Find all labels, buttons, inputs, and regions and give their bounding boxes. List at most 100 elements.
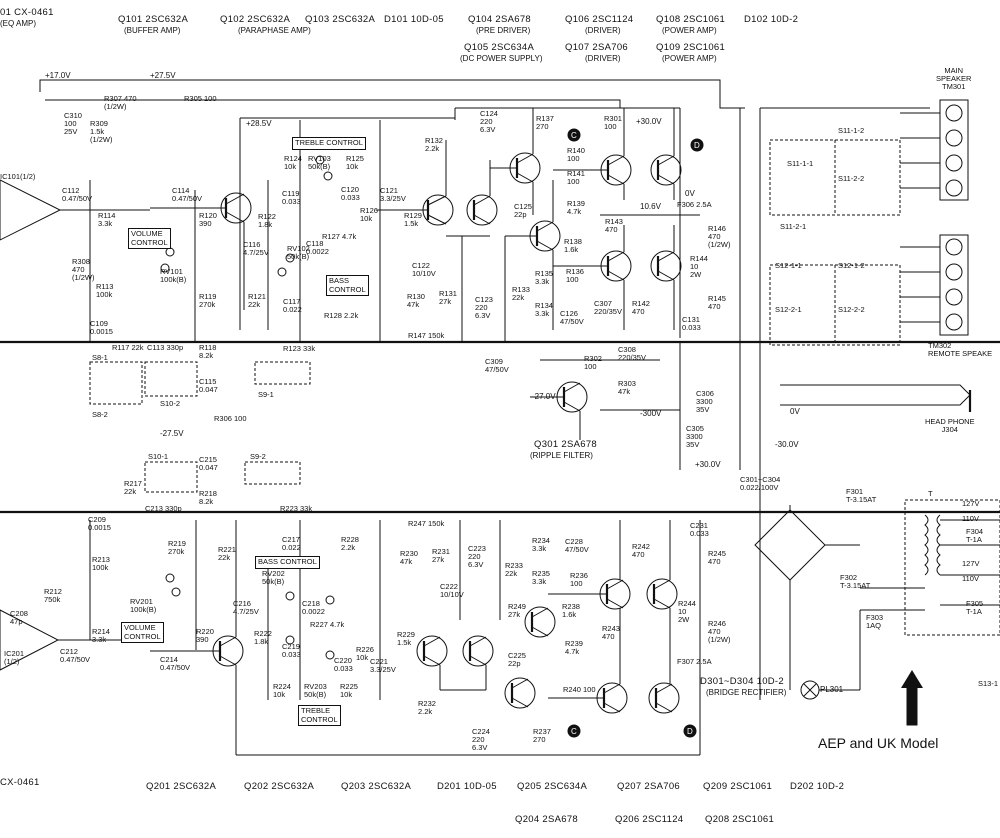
part-r238: R238 1.6k	[562, 602, 580, 619]
part-r237: R237 270	[533, 727, 551, 744]
headphone-label: HEAD PHONE J304	[925, 417, 975, 434]
volume-control-box-bottom: VOLUME CONTROL	[121, 622, 164, 644]
part-r132: R132 2.2k	[425, 136, 443, 153]
part-c117: C117 0.022	[283, 297, 302, 314]
voltage-0b: 0V	[790, 407, 800, 416]
voltage-300p: +30.0V	[695, 460, 721, 469]
q204-symbol	[504, 677, 536, 709]
switch-s9-2	[244, 461, 301, 485]
part-r227: R227 4.7k	[310, 620, 345, 629]
header-left-fragment-sub: (EQ AMP)	[0, 19, 37, 28]
part-c224: C224 220 6.3V	[472, 727, 490, 752]
rectifier-bridge-label: (BRIDGE RECTIFIER)	[706, 688, 787, 697]
part-c121: C121 3.3/25V	[380, 186, 406, 203]
part-r145: R145 470	[708, 294, 726, 311]
part-r147: R147 150k	[408, 331, 445, 340]
part-f307: F307 2.5A	[677, 657, 712, 666]
part-r218: R218 8.2k	[199, 489, 217, 506]
part-r212: R212 750k	[44, 587, 62, 604]
part-rv101: RV101 100k(B)	[160, 267, 187, 284]
part-c118: C118 0.0022	[306, 239, 329, 256]
part-r228: R228 2.2k	[341, 535, 359, 552]
part-r301: R301 100	[604, 114, 622, 131]
voltage-30: +30.0V	[636, 117, 662, 126]
part-r233: R233 22k	[505, 561, 523, 578]
part-r235: R235 3.3k	[532, 569, 550, 586]
label-d102: D102 10D-2	[744, 14, 799, 25]
rectifier-caps-label: C301~C304 0.022/100V	[740, 475, 781, 492]
svg-text:C: C	[571, 131, 577, 140]
voltage-275n: -27.5V	[160, 429, 184, 438]
part-r133: R133 22k	[512, 285, 530, 302]
part-c119: C119 0.033	[282, 189, 301, 206]
part-c115: C115 0.047	[199, 377, 218, 394]
part-r243: R243 470	[602, 624, 620, 641]
part-s112: S11-1-2	[838, 126, 865, 135]
headphone-jack-symbol	[780, 384, 971, 406]
part-r249: R249 27k	[508, 602, 526, 619]
part-r229: R229 1.5k	[397, 630, 415, 647]
part-c215: C215 0.047	[199, 455, 218, 472]
part-c208: C208 47p	[10, 609, 28, 626]
part-c131: C131 0.033	[682, 315, 701, 332]
part-r217: R217 22k	[124, 479, 142, 496]
switch-s8-1	[89, 361, 143, 405]
q205-symbol	[524, 606, 556, 638]
remote-speaker-label: TM302 REMOTE SPEAKE	[928, 341, 993, 358]
sub-q109: (POWER AMP)	[662, 54, 717, 63]
part-s81: S8-1	[92, 353, 108, 362]
up-arrow-icon	[906, 684, 918, 726]
part-r113: R113 100k	[96, 282, 114, 299]
q208-symbol	[648, 682, 680, 714]
rectifier-diodes-label: D301~D304 10D-2	[700, 676, 784, 687]
part-c219: C219 0.033	[282, 642, 301, 659]
part-r225: R225 10k	[340, 682, 358, 699]
part-c308: C308 220/35V	[618, 345, 646, 362]
part-r219: R219 270k	[168, 539, 186, 556]
part-rv103: RV103 50k(B)	[308, 154, 331, 171]
part-s12c: S12-2-1	[775, 305, 802, 314]
part-s12d: S12-2-2	[838, 305, 865, 314]
part-127b: 127V	[962, 559, 980, 568]
part-r302: R302 100	[584, 354, 602, 371]
part-c213: C213 330p	[145, 504, 182, 513]
footer-left-fragment: CX-0461	[0, 777, 40, 788]
part-127a: 127V	[962, 499, 980, 508]
voltage-275: +27.5V	[150, 71, 176, 80]
q108-symbol	[650, 154, 682, 186]
label-d201: D201 10D-05	[437, 781, 497, 792]
part-r127: R127 4.7k	[322, 232, 357, 241]
q203-symbol	[462, 635, 494, 667]
part-c218: C218 0.0022	[302, 599, 325, 616]
label-q205: Q205 2SC634A	[517, 781, 588, 792]
part-rv102: RV102 50k(B)	[287, 244, 310, 261]
part-c220: C220 0.033	[334, 656, 353, 673]
part-c231: C231 0.033	[690, 521, 709, 538]
label-q106: Q106 2SC1124	[565, 14, 634, 25]
part-r231: R231 27k	[432, 547, 450, 564]
part-r246: R246 470 (1/2W)	[708, 619, 731, 644]
part-c112: C112 0.47/50V	[62, 186, 93, 203]
part-s121: S11-2-1	[780, 222, 807, 231]
label-q203: Q203 2SC632A	[341, 781, 412, 792]
label-q108: Q108 2SC1061	[656, 14, 726, 25]
part-r240: R240 100	[563, 685, 596, 694]
part-r306: R306 100	[214, 414, 247, 423]
supply-line-17	[45, 99, 621, 108]
part-c113: C113 330p	[147, 343, 184, 352]
part-f306: F306 2.5A	[677, 200, 712, 209]
ic101-symbol	[0, 179, 62, 241]
part-r245: R245 470	[708, 549, 726, 566]
part-c309: C309 47/50V	[485, 357, 509, 374]
sub-q107: (DRIVER)	[585, 54, 621, 63]
part-r118: R118 8.2k	[199, 343, 217, 360]
q202-symbol	[416, 635, 448, 667]
part-f302: F302 T-3.15AT	[840, 573, 871, 590]
part-r213: R213 100k	[92, 555, 110, 572]
ic201-symbol	[0, 609, 60, 671]
part-rv201: RV201 100k(B)	[130, 597, 157, 614]
label-q105: Q105 2SC634A	[464, 42, 535, 53]
treble-control-box-top: TREBLE CONTROL	[292, 137, 366, 150]
bass-control-box-top: BASS CONTROL	[326, 275, 369, 297]
